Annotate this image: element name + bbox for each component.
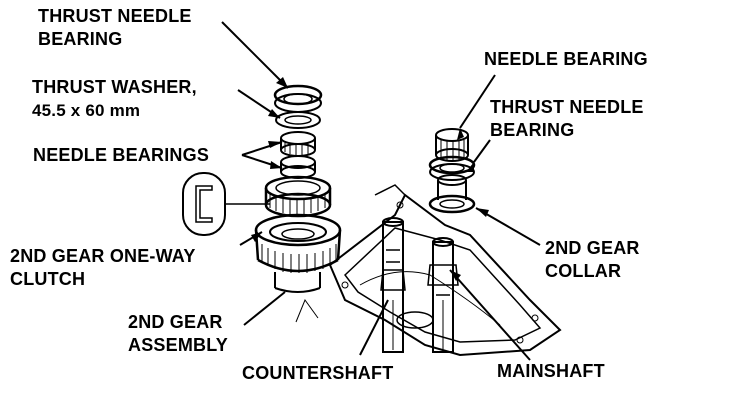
label-gear-collar: 2ND GEAR COLLAR — [545, 237, 640, 283]
label-gear-assembly-line1: 2ND GEAR — [128, 312, 223, 332]
label-thrust-needle-bearing-line2: BEARING — [38, 29, 123, 49]
leader-thrust-needle-bearing — [221, 21, 289, 89]
thrust-washer-part — [275, 111, 321, 129]
leader-needle-bearing-right — [459, 74, 496, 129]
mainshaft-shaft — [427, 237, 459, 353]
thrust-needle-bearing-part — [273, 84, 323, 113]
label-gear-collar-line1: 2ND GEAR — [545, 238, 640, 258]
label-thrust-needle-bearing-right-line2: BEARING — [490, 120, 575, 140]
second-gear-collar-part — [428, 174, 476, 214]
label-gear-collar-line2: COLLAR — [545, 261, 622, 281]
leader-gear-assembly — [243, 291, 286, 326]
one-way-clutch-part — [264, 175, 332, 218]
label-gear-assembly: 2ND GEAR ASSEMBLY — [128, 311, 228, 357]
label-needle-bearing-right: NEEDLE BEARING — [484, 48, 648, 71]
label-one-way-clutch: 2ND GEAR ONE-WAY CLUTCH — [10, 245, 196, 291]
label-thrust-needle-bearing-line1: THRUST NEEDLE — [38, 6, 192, 26]
label-needle-bearings-text: NEEDLE BEARINGS — [33, 145, 210, 165]
leader-arrowheads — [251, 77, 489, 281]
label-thrust-washer-line1: THRUST WASHER, — [32, 77, 197, 97]
countershaft-shaft — [380, 217, 406, 353]
needle-bearings-part — [280, 131, 316, 179]
leader-thrust-needle-bearing-right — [473, 139, 491, 163]
leader-countershaft — [359, 299, 389, 356]
label-needle-bearings: NEEDLE BEARINGS — [33, 144, 209, 167]
leader-lines — [221, 21, 541, 361]
label-thrust-needle-bearing: THRUST NEEDLE BEARING — [38, 5, 192, 51]
label-mainshaft: MAINSHAFT — [497, 360, 605, 383]
needle-bearing-right-part — [435, 128, 469, 162]
label-thrust-washer-line2: 45.5 x 60 mm — [32, 101, 141, 120]
label-countershaft-text: COUNTERSHAFT — [242, 363, 394, 383]
label-countershaft: COUNTERSHAFT — [242, 362, 393, 385]
sprag-detail-inset — [182, 172, 270, 236]
label-thrust-needle-bearing-right-line1: THRUST NEEDLE — [490, 97, 644, 117]
leader-mainshaft — [449, 269, 531, 361]
label-one-way-clutch-line1: 2ND GEAR ONE-WAY — [10, 246, 196, 266]
label-thrust-needle-bearing-right: THRUST NEEDLE BEARING — [490, 96, 644, 142]
label-thrust-washer: THRUST WASHER, 45.5 x 60 mm — [32, 76, 197, 122]
label-one-way-clutch-line2: CLUTCH — [10, 269, 86, 289]
label-mainshaft-text: MAINSHAFT — [497, 361, 605, 381]
label-gear-assembly-line2: ASSEMBLY — [128, 335, 228, 355]
label-needle-bearing-right-text: NEEDLE BEARING — [484, 49, 648, 69]
